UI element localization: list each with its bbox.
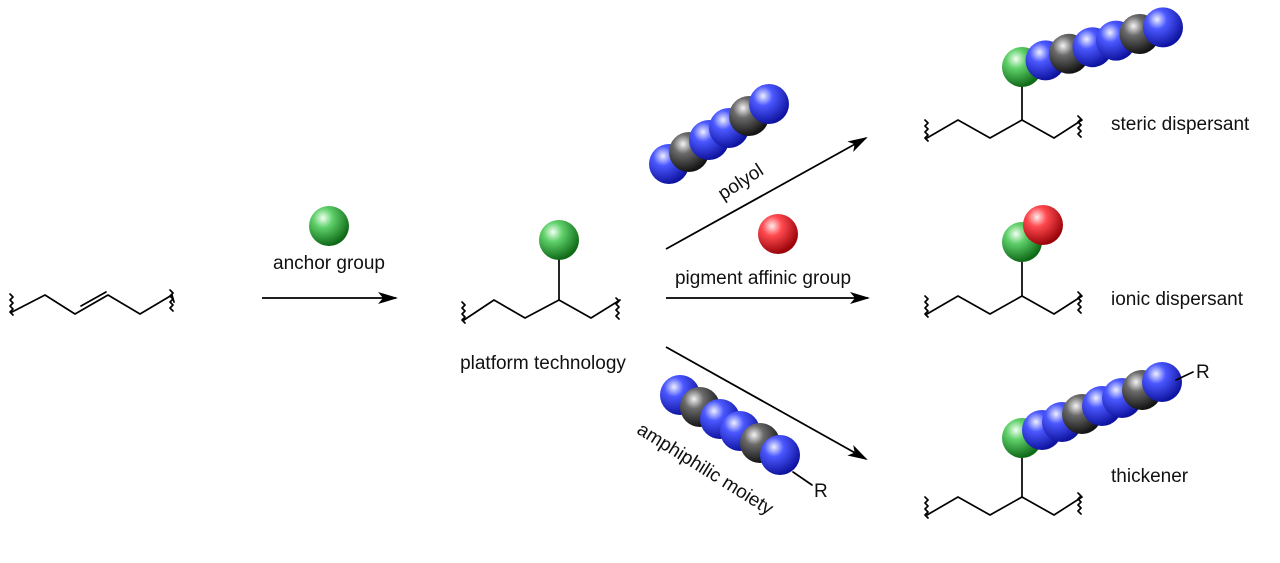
r-bond xyxy=(1175,371,1194,381)
thickener-backbone xyxy=(926,496,1083,516)
wavy-bond-right-icon xyxy=(1077,115,1082,138)
hydrophilic-bead-icon xyxy=(1142,362,1182,402)
amphiphilic-branch: R amphiphilic moiety xyxy=(633,346,868,520)
anchor-group-step: anchor group xyxy=(262,206,398,304)
ionic-dispersant-label: ionic dispersant xyxy=(1111,289,1244,310)
hydrophilic-bead-icon xyxy=(760,435,800,475)
pigment-bead-icon xyxy=(1023,205,1063,245)
wavy-bond-left-icon xyxy=(9,293,14,316)
r-group-label: R xyxy=(814,481,828,502)
pigment-affinic-group-label: pigment affinic group xyxy=(675,268,851,289)
wavy-bond-right-icon xyxy=(615,297,620,320)
anchor-bead-icon xyxy=(539,220,579,260)
polyol-branch: polyol xyxy=(649,84,868,250)
wavy-bond-left-icon xyxy=(924,119,929,142)
starting-polymer xyxy=(9,289,175,316)
wavy-bond-left-icon xyxy=(924,496,929,519)
anchor-group-label: anchor group xyxy=(273,253,385,274)
steric-chain-icon xyxy=(1002,7,1183,87)
steric-backbone xyxy=(926,119,1083,139)
platform-technology-label: platform technology xyxy=(460,353,626,374)
pigment-bead-icon xyxy=(758,214,798,254)
polyol-arrow xyxy=(665,137,868,250)
double-bond-line xyxy=(80,291,107,307)
thickener-product: R thickener xyxy=(924,362,1210,519)
hydrophilic-bead-icon xyxy=(1143,7,1183,48)
polyol-chain-icon xyxy=(649,84,789,184)
steric-dispersant-product: steric dispersant xyxy=(924,7,1250,142)
amphiphilic-chain-icon xyxy=(660,375,800,475)
wavy-bond-right-icon xyxy=(169,289,174,312)
hydrophilic-bead-icon xyxy=(749,84,789,124)
anchor-bead-icon xyxy=(309,206,349,246)
thickener-label: thickener xyxy=(1111,466,1189,487)
wavy-bond-right-icon xyxy=(1077,492,1082,515)
platform-backbone xyxy=(463,299,621,321)
pigment-branch: pigment affinic group xyxy=(666,214,870,304)
wavy-bond-left-icon xyxy=(924,295,929,318)
r-group-label: R xyxy=(1196,362,1210,383)
wavy-bond-left-icon xyxy=(461,301,466,324)
alkene-backbone xyxy=(11,294,175,315)
steric-dispersant-label: steric dispersant xyxy=(1111,114,1250,135)
r-bond xyxy=(792,471,813,486)
platform-structure: platform technology xyxy=(460,220,626,374)
amphiphilic-arrow xyxy=(665,346,868,460)
thickener-chain-icon xyxy=(1002,362,1182,458)
ionic-dispersant-product: ionic dispersant xyxy=(924,205,1244,318)
ionic-backbone xyxy=(926,295,1083,315)
wavy-bond-right-icon xyxy=(1077,291,1082,314)
